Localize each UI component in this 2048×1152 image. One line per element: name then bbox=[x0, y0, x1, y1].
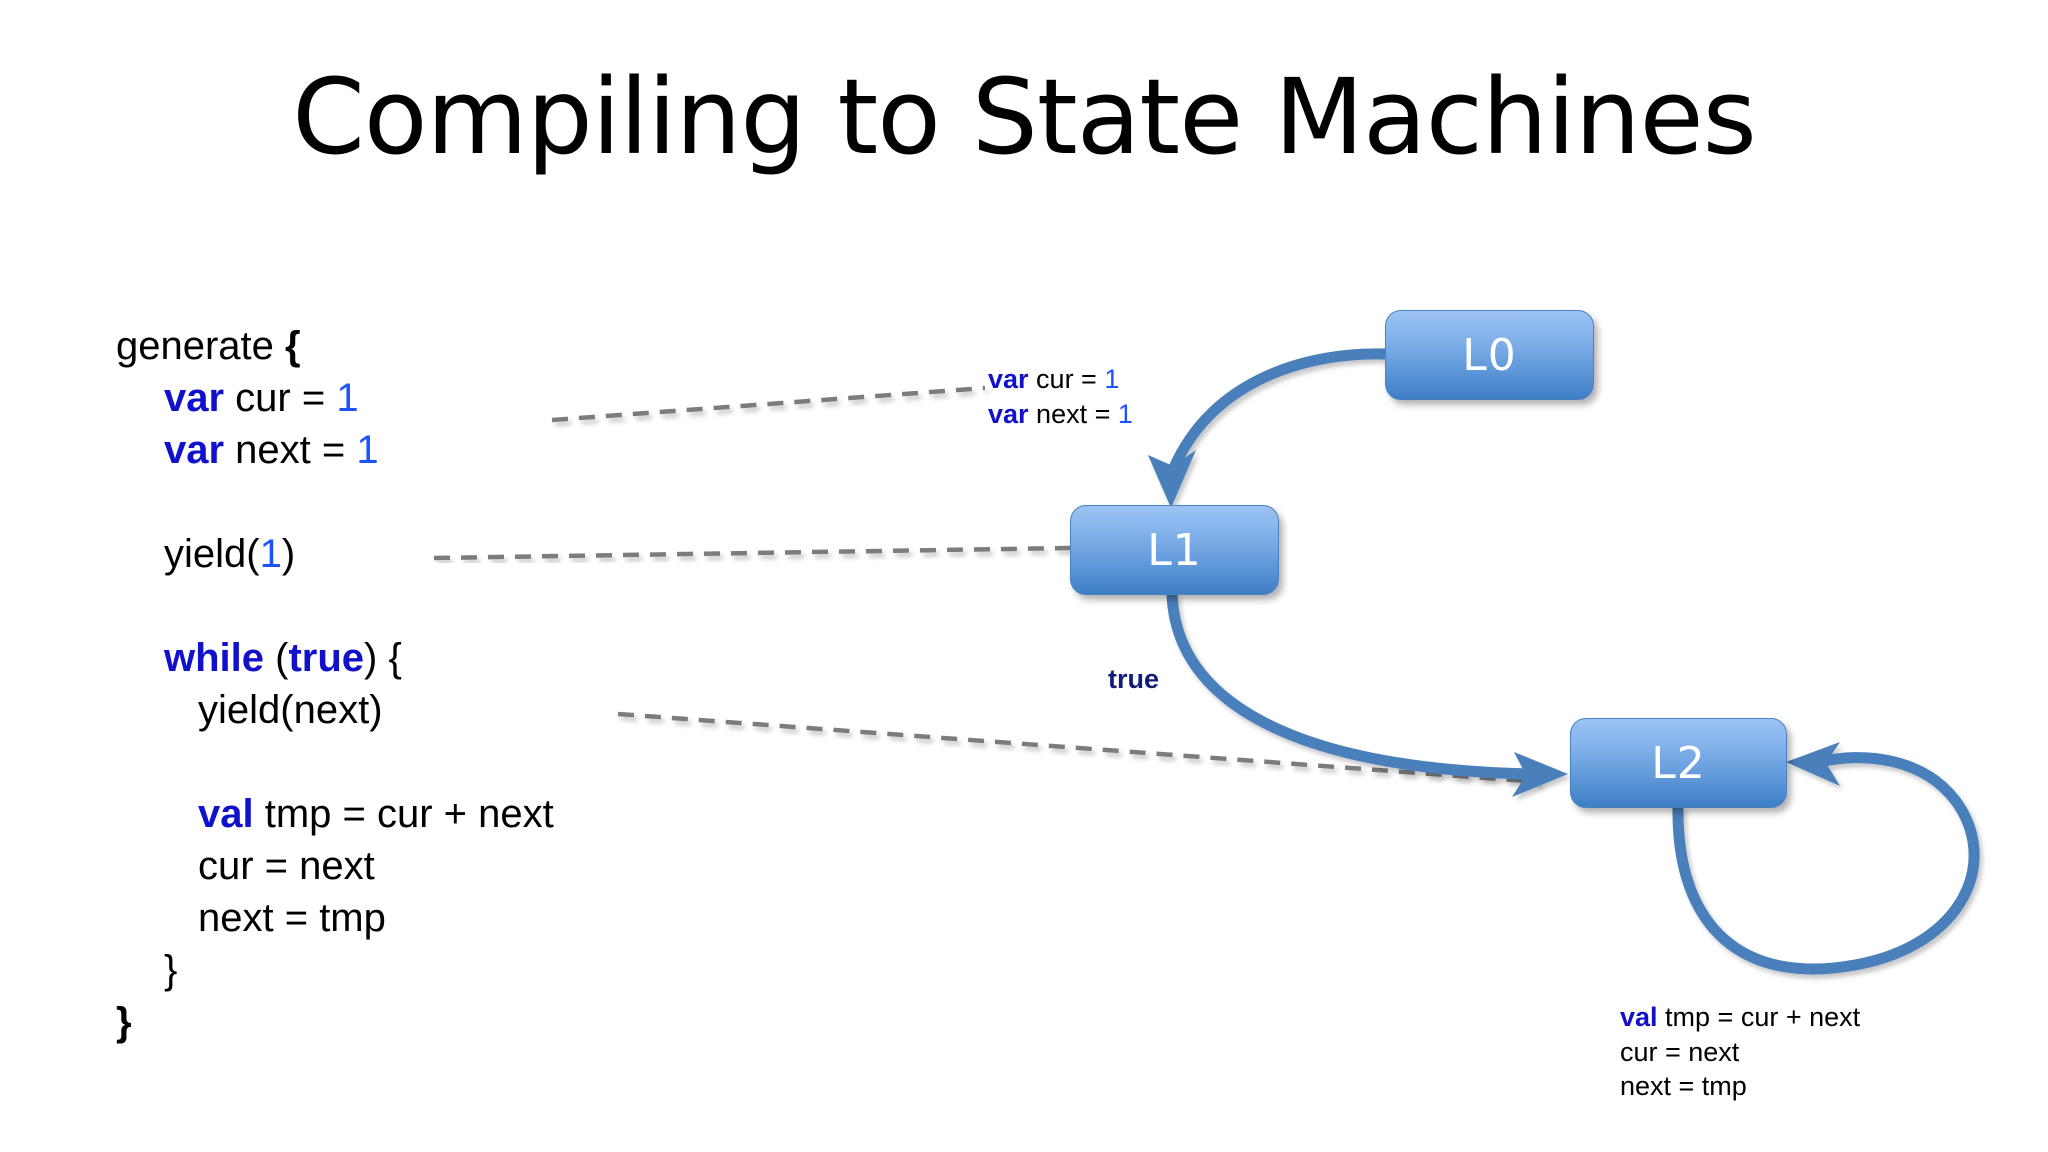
code-line-13: } bbox=[116, 996, 554, 1048]
annotation-init-line-0-token-0: var bbox=[988, 364, 1029, 394]
code-line-7-token-0: yield(next) bbox=[198, 688, 383, 732]
state-node-l2-label: L2 bbox=[1651, 737, 1706, 789]
code-line-12: } bbox=[116, 944, 554, 996]
code-line-6-token-3: ) { bbox=[364, 636, 402, 680]
annotation-body-line-2: next = tmp bbox=[1620, 1069, 1860, 1104]
code-line-9: val tmp = cur + next bbox=[116, 788, 554, 840]
annotation-init-line-1-token-1: next = bbox=[1028, 398, 1118, 429]
leader-line-body bbox=[617, 711, 1541, 785]
annotation-body-line-2-token-0: next = tmp bbox=[1620, 1071, 1747, 1102]
annotation-init-line-1: var next = 1 bbox=[988, 397, 1133, 432]
code-line-1-token-2: 1 bbox=[336, 376, 359, 420]
state-node-l1-label: L1 bbox=[1147, 524, 1202, 576]
code-line-9-token-1: tmp = cur + next bbox=[253, 792, 554, 836]
edge-l2-self-loop bbox=[1672, 742, 1980, 975]
code-line-10: cur = next bbox=[116, 840, 554, 892]
code-line-6-token-1: ( bbox=[264, 636, 289, 680]
code-line-11: next = tmp bbox=[116, 892, 554, 944]
state-node-l2[interactable]: L2 bbox=[1570, 718, 1787, 808]
code-line-9-token-0: val bbox=[198, 792, 254, 836]
code-line-12-token-0: } bbox=[164, 948, 178, 992]
leader-line-yield bbox=[433, 545, 1071, 561]
code-line-10-token-0: cur = next bbox=[198, 844, 375, 888]
annotation-init-line-0-token-1: cur = bbox=[1028, 364, 1105, 394]
code-line-2-token-2: 1 bbox=[356, 428, 379, 472]
edge-l1-to-l2 bbox=[1166, 592, 1568, 797]
code-line-4-token-0: yield( bbox=[164, 532, 260, 576]
annotation-body-line-0: val tmp = cur + next bbox=[1620, 1000, 1860, 1035]
code-line-2: var next = 1 bbox=[116, 424, 554, 476]
code-line-13-token-0: } bbox=[116, 1000, 132, 1044]
code-line-1-token-1: cur = bbox=[224, 376, 337, 420]
code-line-0: generate { bbox=[116, 320, 554, 372]
annotation-init-line-1-token-0: var bbox=[988, 398, 1029, 429]
edge-l0-to-l1 bbox=[1148, 348, 1386, 508]
annotation-body-line-0-token-1: tmp = cur + next bbox=[1657, 1002, 1861, 1032]
code-line-4-token-2: ) bbox=[281, 532, 296, 576]
code-line-2-token-1: next = bbox=[224, 428, 357, 472]
annotation-body-line-1: cur = next bbox=[1620, 1035, 1860, 1070]
leader-line-init bbox=[551, 385, 986, 423]
edge-label-true: true bbox=[1108, 664, 1160, 694]
code-line-4: yield(1) bbox=[116, 528, 554, 580]
code-line-4-token-1: 1 bbox=[259, 532, 282, 576]
annotation-init-line-0: var cur = 1 bbox=[988, 362, 1133, 397]
page-title: Compiling to State Machines bbox=[292, 56, 1757, 178]
state-node-l1[interactable]: L1 bbox=[1070, 505, 1279, 595]
code-line-7: yield(next) bbox=[116, 684, 554, 736]
code-line-0-token-1: { bbox=[285, 324, 301, 368]
code-line-6-token-0: while bbox=[164, 636, 265, 680]
annotation-init-line-1-token-2: 1 bbox=[1117, 398, 1133, 429]
code-line-6: while (true) { bbox=[116, 632, 554, 684]
annotation-init-line-0-token-2: 1 bbox=[1104, 364, 1120, 394]
code-line-2-token-0: var bbox=[164, 428, 225, 472]
code-line-0-token-0: generate bbox=[116, 324, 286, 368]
state-node-l0[interactable]: L0 bbox=[1385, 310, 1594, 400]
code-line-1-token-0: var bbox=[164, 376, 225, 420]
state-node-l0-label: L0 bbox=[1462, 329, 1517, 381]
code-line-11-token-0: next = tmp bbox=[198, 896, 386, 940]
annotation-body-line-0-token-0: val bbox=[1620, 1002, 1658, 1032]
annotation-body-line-1-token-0: cur = next bbox=[1620, 1036, 1740, 1067]
code-line-1: var cur = 1 bbox=[116, 372, 554, 424]
code-line-6-token-2: true bbox=[288, 636, 365, 680]
